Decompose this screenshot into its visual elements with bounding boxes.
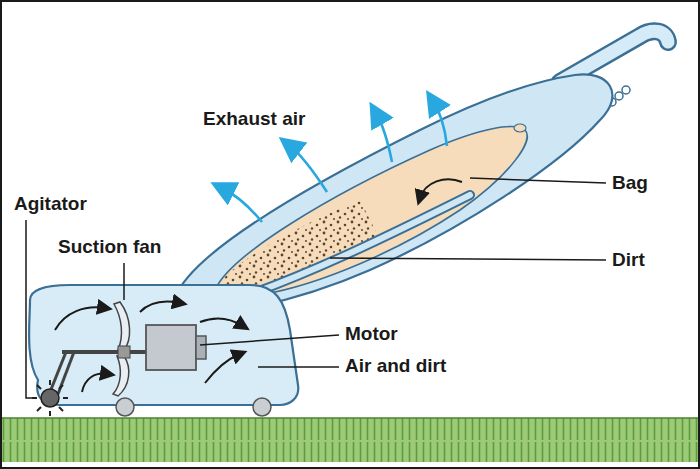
part-label: Bag: [612, 172, 648, 194]
part-label: Suction fan: [58, 236, 161, 258]
part-label: Dirt: [612, 249, 645, 271]
part-label: Air and dirt: [345, 355, 446, 377]
part-label: Agitator: [14, 193, 87, 215]
part-label: Motor: [345, 323, 398, 345]
part-label: Exhaust air: [203, 108, 305, 130]
